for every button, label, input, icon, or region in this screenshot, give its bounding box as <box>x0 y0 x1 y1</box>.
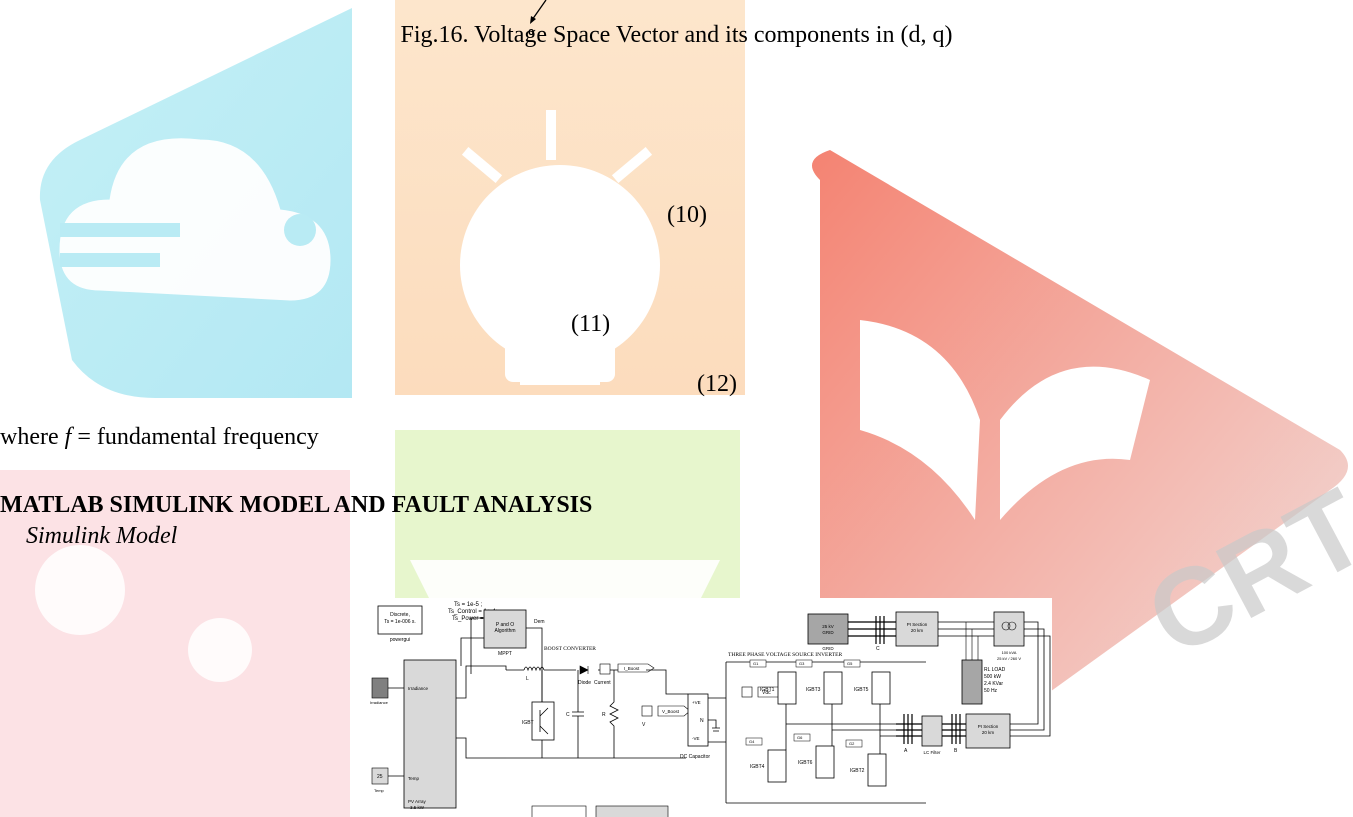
svg-text:20 km: 20 km <box>982 730 995 735</box>
svg-text:100 kVA: 100 kVA <box>1002 650 1017 655</box>
svg-text:G5: G5 <box>847 661 853 666</box>
equation-number-12: (12) <box>697 371 737 397</box>
figure-caption: Fig.16. Voltage Space Vector and its com… <box>400 22 953 48</box>
where-prefix: where <box>0 424 65 450</box>
pi-section-bottom: PI Section 20 km <box>965 713 1011 749</box>
bus-a-label: A <box>904 748 908 754</box>
capacitor-label: C <box>566 712 570 718</box>
where-definition: = fundamental frequency <box>71 424 319 450</box>
svg-text:G6: G6 <box>797 735 803 740</box>
svg-text:25 kV / 260 V: 25 kV / 260 V <box>997 656 1021 661</box>
irradiance-source <box>371 677 389 699</box>
boost-igbt-label: IGBT <box>522 720 534 726</box>
grid-line2: GRID <box>822 630 834 635</box>
mppt-block: P and O Algorithm MPPT Dem <box>483 609 545 657</box>
svg-text:2.4 KVar: 2.4 KVar <box>984 681 1003 687</box>
voltage-label: V <box>642 722 646 728</box>
subsection-heading: Simulink Model <box>26 523 178 549</box>
mppt-line2: Algorithm <box>494 628 515 634</box>
igbt3-label: IGBT3 <box>806 687 821 693</box>
boost-igbt: IGBT <box>522 701 555 741</box>
lightbulb-icon <box>460 110 660 385</box>
tag-iboost: I_Boost <box>624 666 640 671</box>
powergui-line1: Discrete, <box>390 612 410 618</box>
powergui-block: Discrete, Ts = 1e-006 s. powergui <box>377 605 423 643</box>
mppt-line1: P and O <box>496 622 514 628</box>
bus-c-label: C <box>876 646 880 652</box>
lc-filter-block: LC Filter <box>921 715 943 755</box>
dc-neg: -VE <box>692 736 700 741</box>
svg-text:G2: G2 <box>849 741 855 746</box>
powergui-line2: Ts = 1e-006 s. <box>384 619 416 625</box>
open-book-icon <box>860 320 1150 520</box>
pv-input-irradiance: Irradiance <box>408 686 429 691</box>
equation-number-11: (11) <box>571 311 611 337</box>
current-label: Current <box>594 680 611 686</box>
param-ts: Ts = 1e-5 ; <box>454 602 483 608</box>
equation-number-10: (10) <box>667 202 707 228</box>
pv-name: PV Array <box>408 799 427 804</box>
svg-text:G1: G1 <box>753 661 759 666</box>
powergui-label: powergui <box>390 637 410 643</box>
where-clause: where f = fundamental frequency <box>0 424 319 451</box>
pv-input-temp: Temp <box>408 776 420 781</box>
svg-text:RL LOAD: RL LOAD <box>984 667 1006 673</box>
diode-label: Diode <box>578 680 591 686</box>
temp-source-label: Temp <box>374 788 385 793</box>
mppt-label: MPPT <box>498 651 512 657</box>
mppt-output: Dem <box>534 619 545 625</box>
inductor-label: L <box>526 676 529 682</box>
param-ts-control: Ts_Control = 1e-4; <box>448 609 498 615</box>
rl-load-block: RL LOAD 500 kW 2.4 KVar 50 Hz <box>961 659 1006 705</box>
boost-title: BOOST CONVERTER <box>544 646 596 652</box>
temp-source-value: 25 <box>377 774 383 780</box>
frequency-variable: f <box>64 424 72 450</box>
transformer-block: 100 kVA 25 kV / 260 V <box>993 611 1025 661</box>
pi-section-top: PI Section 20 km <box>895 611 939 647</box>
dc-capacitor-block: +VE N -VE DC Capacitor <box>680 693 710 760</box>
inverter-title: THREE PHASE VOLTAGE SOURCE INVERTER <box>728 652 842 658</box>
axis-arrow <box>530 0 547 24</box>
grid-line1: 25 kV <box>822 624 834 629</box>
param-ts-power: Ts_Power = 5e-5; <box>452 616 499 622</box>
pv-array-block: Irradiance Temp PV Array 3.5 kW <box>403 659 457 810</box>
pv-power: 3.5 kW <box>410 805 425 810</box>
igbt1-label: IGBT1 <box>760 687 775 693</box>
dc-n: N <box>700 718 704 724</box>
irradiance-source-label: Irradiance <box>370 700 389 705</box>
vdc-tag: Vdc <box>762 690 771 696</box>
svg-text:20 km: 20 km <box>911 628 924 633</box>
svg-text:500 kW: 500 kW <box>984 674 1001 680</box>
svg-text:PI Section: PI Section <box>907 622 928 627</box>
grid-label: GRID <box>822 646 834 651</box>
dc-pos: +VE <box>692 700 701 705</box>
dc-capacitor-label: DC Capacitor <box>680 754 710 760</box>
sample-time-params: Ts = 1e-5 ; Ts_Control = 1e-4; Ts_Power … <box>448 602 499 622</box>
cloud-circuit-icon <box>59 138 331 301</box>
svg-text:G3: G3 <box>799 661 805 666</box>
axis-label-c: c <box>528 26 535 38</box>
resistor-label: R <box>602 712 606 718</box>
igbt4-label: IGBT4 <box>750 764 765 770</box>
section-heading: MATLAB SIMULINK MODEL AND FAULT ANALYSIS <box>0 492 593 518</box>
svg-text:LC Filter: LC Filter <box>923 750 941 755</box>
svg-text:50 Hz: 50 Hz <box>984 688 998 694</box>
svg-text:PI Section: PI Section <box>978 724 999 729</box>
svg-text:G4: G4 <box>749 739 755 744</box>
inverter-bottom-switches: IGBT4 IGBT6 IGBT2 <box>750 745 887 787</box>
simulink-model-diagram: Discrete, Ts = 1e-006 s. powergui Ts = 1… <box>366 598 1052 817</box>
bus-b-label: B <box>954 748 958 754</box>
inverter-top-switches: IGBT1 IGBT3 IGBT5 <box>760 671 891 705</box>
gate-tags: G1 G3 G5 G4 G6 G2 <box>745 659 863 748</box>
igbt6-label: IGBT6 <box>798 760 813 766</box>
grid-source-block: 25 kV GRID GRID <box>807 613 849 651</box>
igbt2-label: IGBT2 <box>850 768 865 774</box>
tag-vboost: V_Boost <box>662 709 680 714</box>
igbt5-label: IGBT5 <box>854 687 869 693</box>
